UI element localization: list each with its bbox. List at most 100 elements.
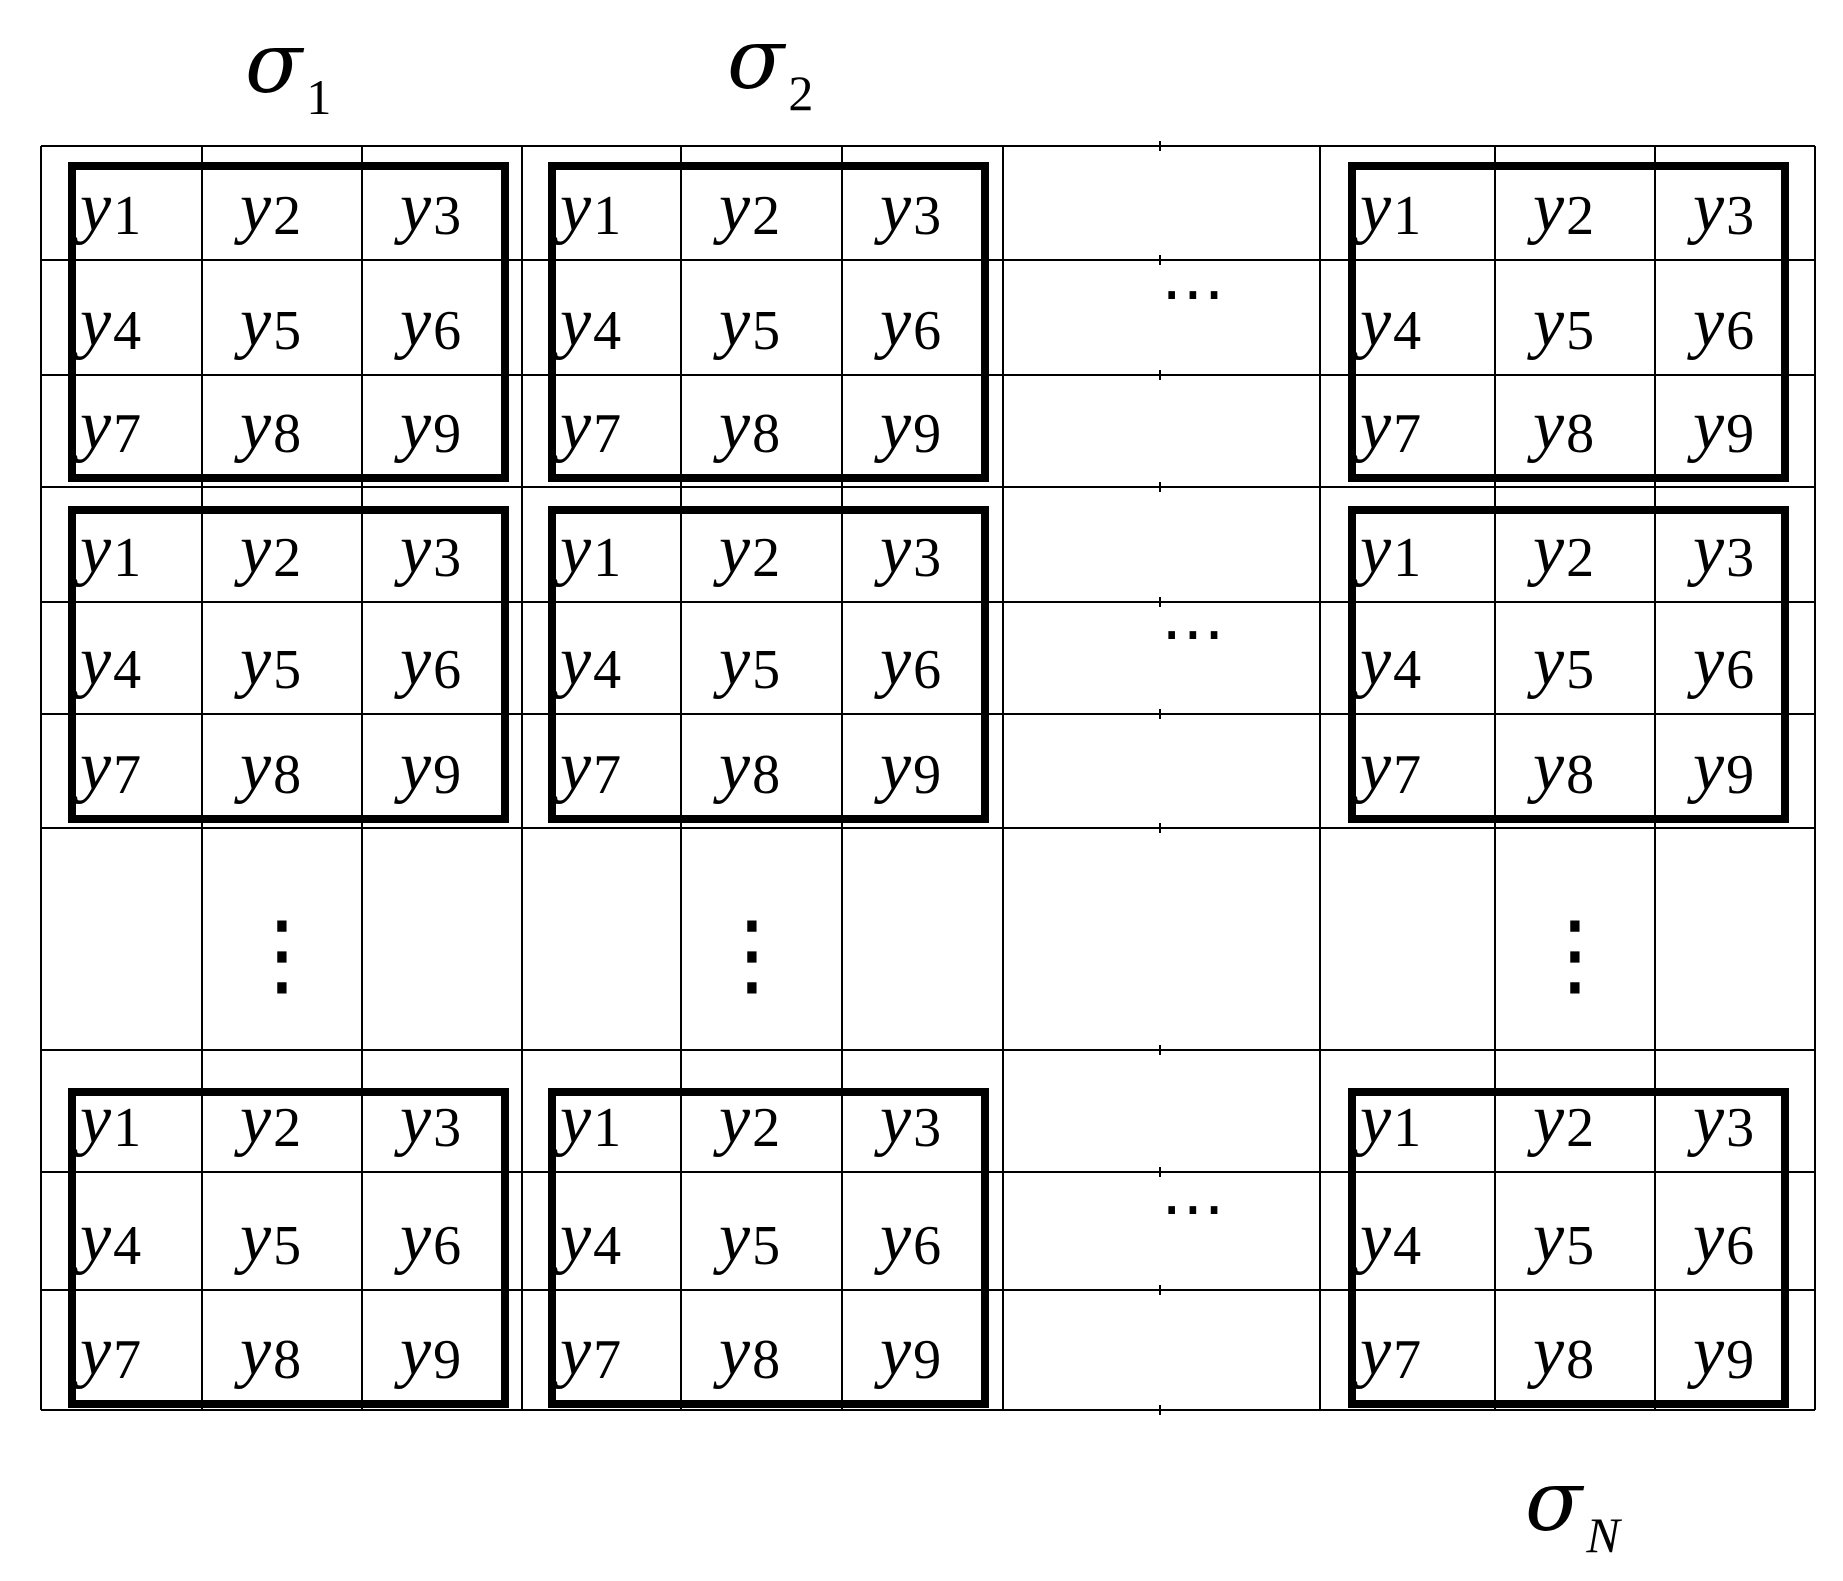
block-variable: y6 [394, 1199, 461, 1277]
block-variable: y7 [1354, 1313, 1421, 1391]
block-variable: y3 [394, 169, 461, 247]
block-border [1348, 1088, 1789, 1408]
block-variable: y1 [554, 1081, 621, 1159]
variable-blocks: y1 y2 y3 y4 y5 y6 y7 y8 y9 y1 y2 y3 y4 y5 y6 y7 y8 y9 y1 y2… [68, 162, 1789, 1408]
block-variable: y9 [1687, 728, 1754, 806]
variable-block: y1 y2 y3 y4 y5 y6 y7 y8 y9 [68, 506, 509, 823]
block-variable: y9 [874, 728, 941, 806]
block-variable: y6 [874, 623, 941, 701]
block-variable: y5 [1527, 623, 1594, 701]
block-variable: y9 [1687, 1313, 1754, 1391]
variable-block: y1 y2 y3 y4 y5 y6 y7 y8 y9 [548, 162, 989, 482]
block-variable: y4 [74, 284, 141, 362]
block-variable: y9 [394, 387, 461, 465]
block-variable: y8 [234, 387, 301, 465]
block-variable: y8 [1527, 387, 1594, 465]
block-variable: y3 [1687, 169, 1754, 247]
block-variable: y6 [1687, 1199, 1754, 1277]
horizontal-ellipsis: ⋯ [1161, 257, 1225, 331]
block-variable: y7 [554, 387, 621, 465]
block-variable: y7 [554, 728, 621, 806]
block-variable: y6 [874, 1199, 941, 1277]
block-variable: y5 [1527, 1199, 1594, 1277]
block-variable: y2 [713, 169, 780, 247]
block-variable: y3 [394, 1081, 461, 1159]
block-variable: y8 [234, 728, 301, 806]
block-variable: y3 [1687, 1081, 1754, 1159]
block-border [68, 506, 509, 823]
block-variable: y5 [234, 623, 301, 701]
horizontal-ellipsis: ⋯ [1161, 597, 1225, 671]
sigma-label: σN [1525, 1452, 1622, 1563]
block-variable: y9 [874, 387, 941, 465]
block-variable: y4 [554, 284, 621, 362]
block-variable: y9 [394, 728, 461, 806]
block-variable: y1 [1354, 511, 1421, 589]
block-variable: y9 [874, 1313, 941, 1391]
block-variable: y5 [713, 284, 780, 362]
block-variable: y5 [713, 1199, 780, 1277]
block-variable: y1 [554, 169, 621, 247]
block-variable: y1 [74, 169, 141, 247]
block-variable: y8 [1527, 728, 1594, 806]
block-variable: y1 [1354, 169, 1421, 247]
block-variable: y2 [1527, 511, 1594, 589]
block-border [548, 506, 989, 823]
variable-block: y1 y2 y3 y4 y5 y6 y7 y8 y9 [1348, 162, 1789, 482]
block-variable: y4 [1354, 623, 1421, 701]
block-border [1348, 506, 1789, 823]
block-variable: y8 [713, 728, 780, 806]
block-variable: y6 [874, 284, 941, 362]
block-variable: y5 [234, 1199, 301, 1277]
block-variable: y4 [554, 623, 621, 701]
block-variable: y3 [874, 1081, 941, 1159]
horizontal-ellipsis: ⋯ [1161, 1172, 1225, 1246]
block-variable: y7 [74, 728, 141, 806]
block-variable: y4 [554, 1199, 621, 1277]
block-variable: y2 [234, 511, 301, 589]
block-variable: y8 [713, 387, 780, 465]
block-variable: y6 [1687, 284, 1754, 362]
block-variable: y1 [74, 511, 141, 589]
block-variable: y4 [1354, 1199, 1421, 1277]
block-variable: y3 [1687, 511, 1754, 589]
vertical-ellipsis: ⋮ [237, 902, 327, 1007]
vertical-ellipsis: ⋮ [1530, 902, 1620, 1007]
block-variable: y5 [1527, 284, 1594, 362]
block-variable: y2 [713, 1081, 780, 1159]
block-variable: y8 [234, 1313, 301, 1391]
ellipsis-markers: ⋯⋯⋯⋮⋮⋮ [237, 257, 1620, 1246]
block-variable: y7 [1354, 387, 1421, 465]
block-variable: y4 [74, 1199, 141, 1277]
block-variable: y4 [74, 623, 141, 701]
block-variable: y5 [713, 623, 780, 701]
block-variable: y2 [1527, 169, 1594, 247]
block-variable: y1 [74, 1081, 141, 1159]
block-border [68, 1088, 509, 1408]
block-variable: y2 [234, 1081, 301, 1159]
block-variable: y3 [874, 169, 941, 247]
block-variable: y8 [713, 1313, 780, 1391]
block-variable: y1 [554, 511, 621, 589]
block-variable: y9 [1687, 387, 1754, 465]
block-variable: y2 [234, 169, 301, 247]
block-variable: y4 [1354, 284, 1421, 362]
block-variable: y3 [394, 511, 461, 589]
block-border [548, 162, 989, 482]
block-variable: y7 [1354, 728, 1421, 806]
block-variable: y6 [394, 284, 461, 362]
block-variable: y6 [394, 623, 461, 701]
block-border [548, 1088, 989, 1408]
block-variable: y7 [74, 1313, 141, 1391]
sigma-label: σ1 [245, 14, 331, 125]
block-border [1348, 162, 1789, 482]
grid-lines [40, 141, 1816, 1415]
block-variable: y2 [1527, 1081, 1594, 1159]
block-variable: y7 [554, 1313, 621, 1391]
